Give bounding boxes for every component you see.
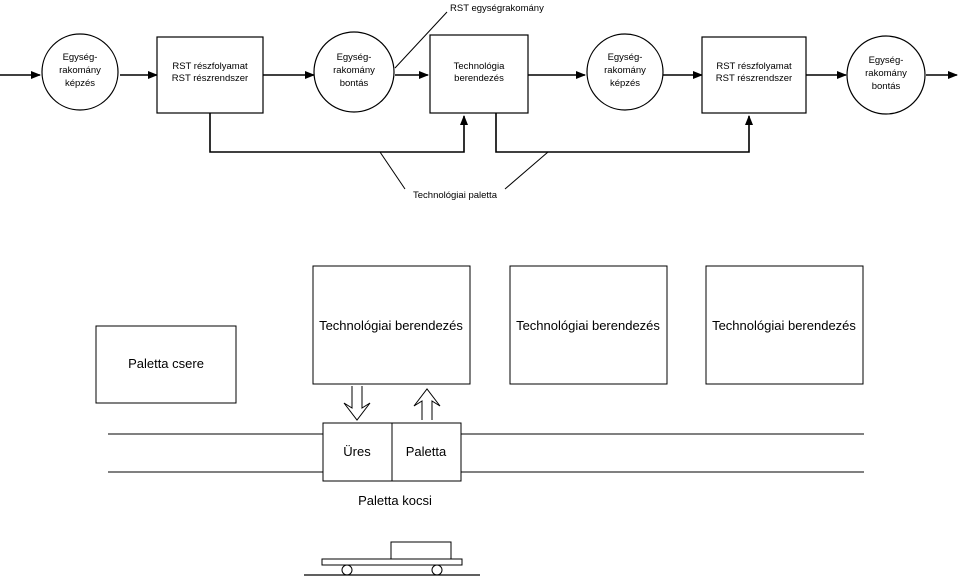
node-label-line: rakomány <box>59 65 101 76</box>
arrow-down-icon <box>343 386 371 421</box>
node-label-line: RST részrendszer <box>716 73 792 84</box>
node-rst-subprocess-1: RST részfolyamat RST részrendszer <box>156 36 264 114</box>
node-unit-load-breaking-2: Egység- rakomány bontás <box>846 35 926 115</box>
node-rst-subprocess-2: RST részfolyamat RST részrendszer <box>701 36 807 114</box>
callout-leader-bottom <box>379 151 406 190</box>
pallet-cart: Üres Paletta <box>322 422 462 482</box>
process-flow: Egység- rakomány képzés RST részfolyamat… <box>0 3 958 201</box>
pallet-return-path-2 <box>495 113 753 153</box>
node-label-line: RST részfolyamat <box>172 61 248 72</box>
node-label-line: Egység- <box>608 52 643 63</box>
equipment-box-3: Technológiai berendezés <box>705 265 864 385</box>
node-label-line: rakomány <box>865 68 907 79</box>
node-label-line: Technológia <box>454 61 505 72</box>
cart-caption: Paletta kocsi <box>358 493 432 508</box>
equipment-label: Technológiai berendezés <box>516 318 660 333</box>
node-unit-load-forming-2: Egység- rakomány képzés <box>586 33 664 111</box>
pallet-change-box: Paletta csere <box>95 325 237 404</box>
node-unit-load-breaking-1: Egység- rakomány bontás <box>313 31 395 113</box>
layout-view: Technológiai berendezés Technológiai ber… <box>95 265 864 576</box>
node-technology-equipment: Technológia berendezés <box>429 34 529 114</box>
pallet-change-label: Paletta csere <box>128 356 204 371</box>
callout-technological-pallet: Technológiai paletta <box>413 190 498 201</box>
node-label-line: rakomány <box>604 65 646 76</box>
node-label-line: Egység- <box>337 52 372 63</box>
cart-icon <box>304 541 480 576</box>
callout-leader-top <box>394 11 448 69</box>
callout-leader-bottom <box>504 151 549 190</box>
pallet-return-path-1 <box>209 113 468 153</box>
node-label-line: berendezés <box>454 73 504 84</box>
node-label-line: bontás <box>872 81 901 92</box>
equipment-box-1: Technológiai berendezés <box>312 265 471 385</box>
callout-rst-unit-load: RST egységrakomány <box>450 3 544 14</box>
node-unit-load-forming-1: Egység- rakomány képzés <box>41 33 119 111</box>
cart-empty-label: Üres <box>343 444 371 459</box>
node-label-line: képzés <box>65 78 95 89</box>
equipment-label: Technológiai berendezés <box>712 318 856 333</box>
cart-pallet-label: Paletta <box>406 444 447 459</box>
node-label-line: RST részrendszer <box>172 73 248 84</box>
node-label-line: bontás <box>340 78 369 89</box>
equipment-box-2: Technológiai berendezés <box>509 265 668 385</box>
node-label-line: RST részfolyamat <box>716 61 792 72</box>
node-label-line: rakomány <box>333 65 375 76</box>
equipment-label: Technológiai berendezés <box>319 318 463 333</box>
node-label-line: Egység- <box>869 55 904 66</box>
arrow-up-icon <box>413 388 441 420</box>
node-label-line: Egység- <box>63 52 98 63</box>
node-label-line: képzés <box>610 78 640 89</box>
